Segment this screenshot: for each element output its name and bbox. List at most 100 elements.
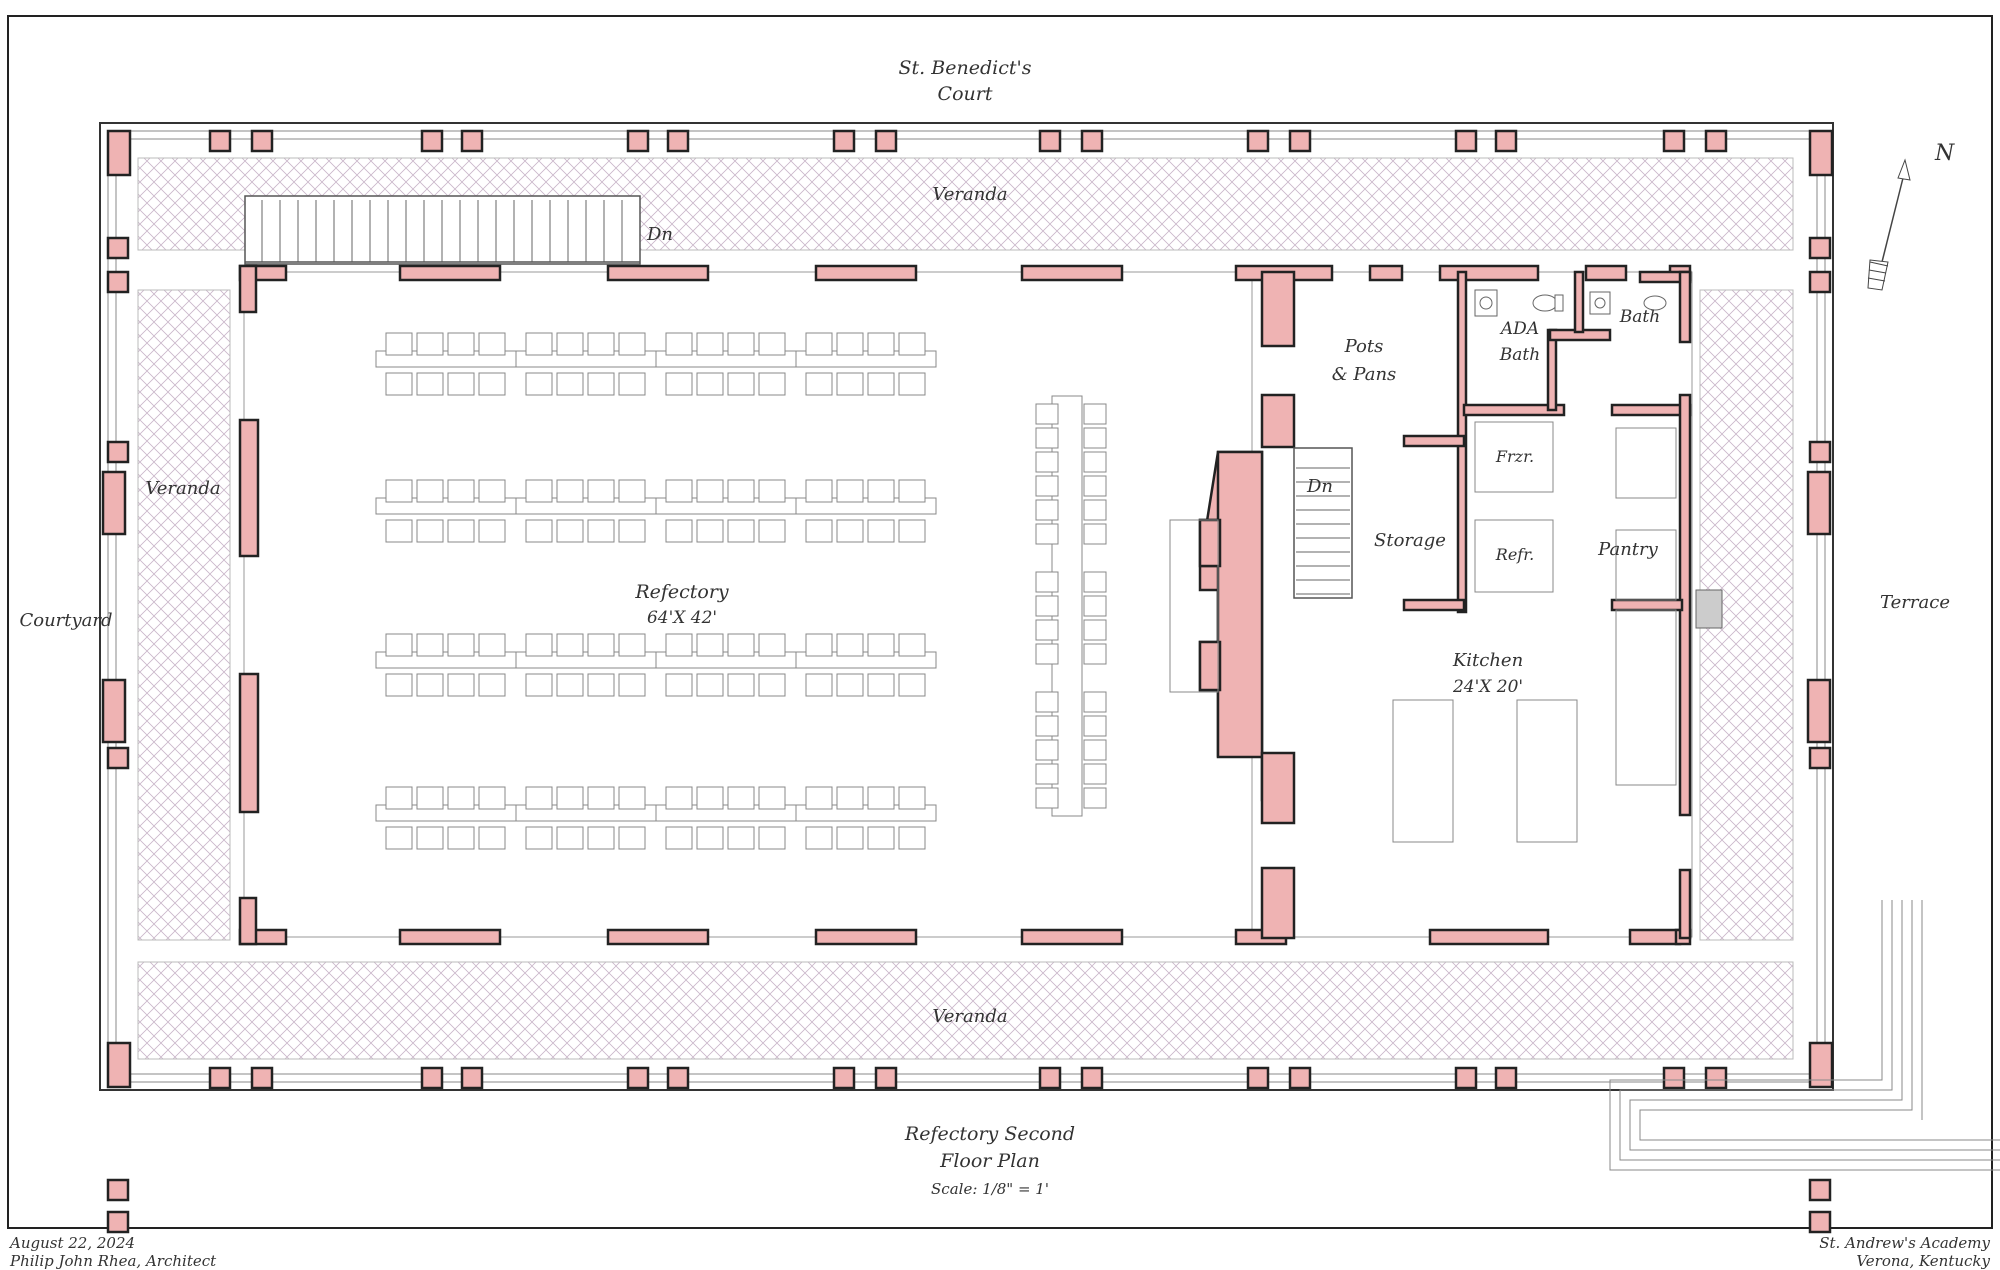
chair <box>665 519 693 543</box>
pier <box>1454 129 1478 153</box>
pier <box>106 440 130 464</box>
pier <box>814 928 918 946</box>
chair <box>836 826 864 850</box>
chair <box>665 332 693 356</box>
pier <box>238 418 260 558</box>
bath-label: Bath <box>1619 307 1660 327</box>
pier <box>1438 264 1540 282</box>
chair <box>416 372 444 396</box>
pier <box>420 1066 444 1090</box>
chair <box>447 673 475 697</box>
chair <box>696 372 724 396</box>
architect-name: Philip John Rhea, Architect <box>9 1252 217 1270</box>
kitchen-island-left <box>1392 699 1454 843</box>
stair-down-label: Dn <box>646 224 673 245</box>
chair <box>478 633 506 657</box>
chair <box>805 479 833 503</box>
building-outline <box>99 122 1834 1091</box>
pier <box>666 129 690 153</box>
chair <box>587 479 615 503</box>
chair <box>447 633 475 657</box>
chair <box>867 519 895 543</box>
chair <box>525 673 553 697</box>
pier <box>814 264 918 282</box>
sink-icon <box>1474 289 1498 317</box>
chair <box>587 633 615 657</box>
pier <box>398 928 502 946</box>
chair <box>727 633 755 657</box>
pier <box>1246 129 1270 153</box>
chair <box>898 826 926 850</box>
terrace-label: Terrace <box>1880 592 1950 613</box>
chair <box>836 372 864 396</box>
chair <box>525 479 553 503</box>
chair <box>1035 451 1059 473</box>
chair <box>1083 691 1107 713</box>
chair <box>618 479 646 503</box>
courtyard-label: Courtyard <box>19 610 112 631</box>
drawing-date: August 22, 2024 <box>8 1234 135 1252</box>
chair <box>696 332 724 356</box>
chair <box>525 826 553 850</box>
pier <box>1808 746 1832 770</box>
pier <box>460 129 484 153</box>
plan-scale: Scale: 1/8" = 1' <box>931 1180 1049 1198</box>
veranda-top-label: Veranda <box>932 184 1007 205</box>
chair <box>665 479 693 503</box>
chair <box>618 332 646 356</box>
chair <box>525 372 553 396</box>
chair <box>805 633 833 657</box>
pier <box>832 129 856 153</box>
pier <box>606 928 710 946</box>
pier <box>1080 1066 1104 1090</box>
stair-kitchen <box>1293 447 1353 599</box>
chair <box>836 479 864 503</box>
chair <box>587 519 615 543</box>
chair <box>1035 403 1059 425</box>
chair <box>1035 643 1059 665</box>
chair <box>556 633 584 657</box>
chair <box>898 519 926 543</box>
pier <box>1288 1066 1312 1090</box>
chair <box>867 826 895 850</box>
storage-label: Storage <box>1374 530 1446 551</box>
pier <box>1806 678 1832 744</box>
refrigerator-label: Refr. <box>1495 545 1534 564</box>
chair <box>1083 643 1107 665</box>
chair <box>805 673 833 697</box>
pier <box>106 236 130 260</box>
ada-bath-label: ADA <box>1499 319 1539 339</box>
chair <box>385 786 413 810</box>
ada-bath-label-2: Bath <box>1499 345 1540 365</box>
chair <box>447 479 475 503</box>
chair <box>696 519 724 543</box>
chair <box>898 332 926 356</box>
pier <box>460 1066 484 1090</box>
chair <box>618 372 646 396</box>
chair <box>556 519 584 543</box>
chair <box>385 633 413 657</box>
chair <box>385 332 413 356</box>
chair <box>385 479 413 503</box>
chair <box>478 826 506 850</box>
pier <box>106 270 130 294</box>
north-court-label: St. Benedict's <box>899 57 1032 79</box>
pier <box>874 129 898 153</box>
chair <box>416 633 444 657</box>
pier <box>832 1066 856 1090</box>
chair <box>727 786 755 810</box>
chair <box>758 826 786 850</box>
chair <box>696 673 724 697</box>
pier <box>1808 1178 1832 1202</box>
dining-tables <box>375 332 937 850</box>
chair <box>416 826 444 850</box>
north-court-label-2: Court <box>938 83 993 105</box>
chair <box>587 372 615 396</box>
toilet-icon <box>1643 295 1667 311</box>
pier <box>1808 129 1834 177</box>
chair <box>556 479 584 503</box>
pier <box>398 264 502 282</box>
chair <box>1083 739 1107 761</box>
chair <box>447 826 475 850</box>
